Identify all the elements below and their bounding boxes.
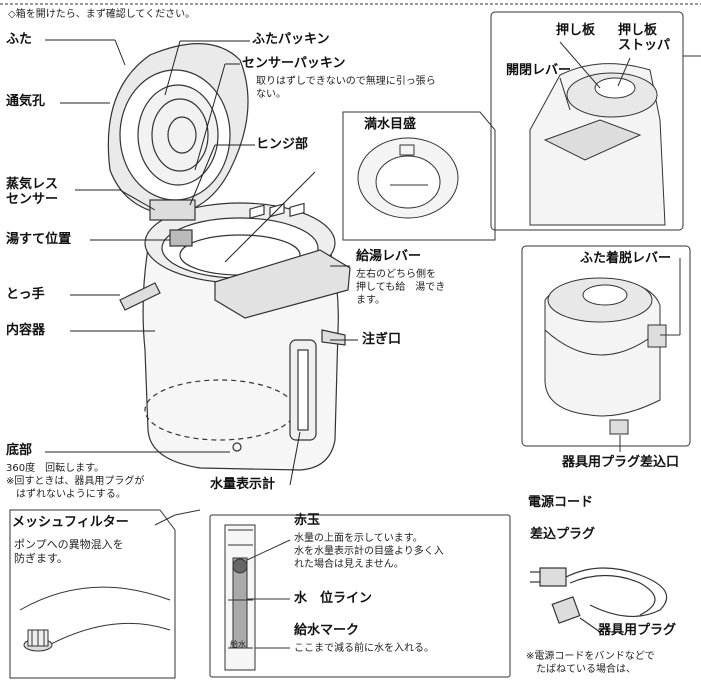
label-vent-hole: 通気孔 <box>6 94 46 109</box>
label-steamless-sensor: 蒸気レス センサー <box>6 177 59 207</box>
label-water-gauge: 水量表示計 <box>210 477 276 492</box>
closed-pot-inset <box>490 11 701 231</box>
gauge-refill-text: 給水 <box>230 640 246 649</box>
label-power-cord: 電源コード <box>528 495 594 510</box>
label-mesh-filter: メッシュフィルター <box>12 515 129 530</box>
note-red-ball: 水量の上面を示しています。 水を水量表示計の目盛より多く入 れた場合は見えません… <box>294 533 444 570</box>
main-pot <box>107 43 351 471</box>
label-hinge: ヒンジ部 <box>256 137 309 152</box>
note-dispense-lever: 左右のどちら側を 押しても給 湯でき ます。 <box>356 269 446 306</box>
note-refill-mark: ここまで減る前に水を入れる。 <box>294 643 434 654</box>
label-red-ball: 赤玉 <box>294 513 321 528</box>
label-insert-plug: 差込プラグ <box>530 527 596 542</box>
label-lid-detach-lever: ふた着脱レバー <box>580 251 672 266</box>
mansui-inset <box>342 111 496 241</box>
label-push-plate-stopper: 押し板 ストッパ <box>618 23 671 53</box>
label-refill-mark: 給水マーク <box>294 623 360 638</box>
label-bottom: 底部 <box>6 443 33 458</box>
label-sensor-packing: センサーパッキン <box>242 56 346 71</box>
label-push-plate: 押し板 <box>556 23 596 38</box>
label-dispense-lever: 給湯レバー <box>356 249 422 264</box>
power-cord <box>530 567 668 633</box>
leader-lines <box>45 39 358 486</box>
label-water-level-line: 水 位ライン <box>294 591 373 606</box>
label-full-water-mark: 満水目盛 <box>364 117 417 132</box>
note-power-cord: ※電源コードをバンドなどで たばねている場合は、 <box>526 651 655 675</box>
gauge-inset <box>209 514 511 678</box>
note-mesh-filter: ポンプへの異物混入を 防ぎます。 <box>14 538 124 566</box>
label-handle: とっ手 <box>6 287 45 302</box>
label-plug-inlet: 器具用プラグ差込口 <box>562 455 680 470</box>
note-sensor-packing: 取りはずしできないので無理に引っ張ら ない。 <box>256 76 436 100</box>
label-lid-packing: ふたパッキン <box>252 32 330 47</box>
label-inner-container: 内容器 <box>6 323 46 338</box>
label-open-close-lever: 開閉レバー <box>506 63 572 78</box>
label-spout: 注ぎ口 <box>362 332 402 347</box>
lid-detach-inset <box>521 245 691 452</box>
header-note: ◇箱を開けたら、まず確認してください。 <box>8 9 196 20</box>
mesh-inset <box>9 509 201 679</box>
label-drain-position: 湯すて位置 <box>6 232 72 247</box>
note-bottom: 360度 回転します。 ※回すときは、器具用プラグが はずれないようにする。 <box>6 463 145 500</box>
label-lid: ふた <box>6 32 33 47</box>
label-appliance-plug: 器具用プラグ <box>598 623 677 638</box>
